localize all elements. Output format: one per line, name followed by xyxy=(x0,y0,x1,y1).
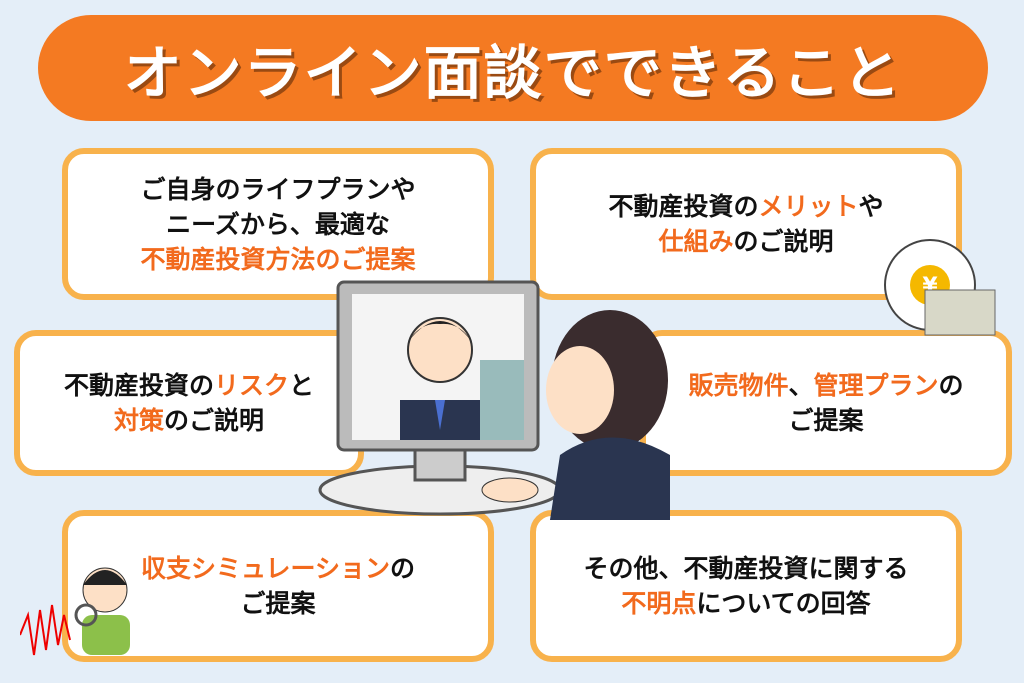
card-text-line: ご提案 xyxy=(788,403,863,438)
highlight-text: 不動産投資方法のご提案 xyxy=(140,244,416,274)
body-text: のご説明 xyxy=(164,406,265,435)
body-text: と xyxy=(289,371,315,400)
card-text-line: 不動産投資のリスクと xyxy=(64,368,314,403)
title-banner: オンライン面談でできること xyxy=(38,15,988,121)
feature-card-life-plan: ご自身のライフプランやニーズから、最適な不動産投資方法のご提案 xyxy=(62,148,494,300)
body-text: ニーズから、最適な xyxy=(166,209,390,239)
highlight-text: 販売物件 xyxy=(688,371,789,400)
body-text: や xyxy=(858,192,884,221)
highlight-text: リスク xyxy=(213,371,289,400)
body-text: 不動産投資の xyxy=(63,371,214,400)
online-meeting-illustration xyxy=(318,280,670,520)
woman-icon xyxy=(481,310,670,520)
body-text: 、 xyxy=(788,371,814,400)
money-bag-icon: ¥ xyxy=(884,239,996,336)
body-text: ご提案 xyxy=(240,589,316,618)
highlight-text: 仕組み xyxy=(658,227,734,256)
highlight-text: 対策 xyxy=(113,406,164,435)
highlight-text: 不明点 xyxy=(621,589,697,618)
card-text-line: ご自身のライフプランや xyxy=(140,172,415,207)
body-text: 不動産投資の xyxy=(608,192,759,221)
card-text-line: ご提案 xyxy=(240,586,315,621)
feature-card-simulation: 収支シミュレーションのご提案 xyxy=(62,510,494,662)
body-text: についての回答 xyxy=(696,589,871,618)
highlight-text: 収支シミュレーション xyxy=(140,554,390,583)
card-text-line: 収支シミュレーションの xyxy=(141,551,415,586)
body-text: のご説明 xyxy=(733,227,834,256)
card-text-line: 仕組みのご説明 xyxy=(658,224,833,259)
body-text: の xyxy=(390,554,416,583)
highlight-text: メリット xyxy=(758,192,859,221)
thinking-man-icon xyxy=(20,567,130,656)
body-text: その他、不動産投資に関する xyxy=(583,554,909,583)
man-on-screen-icon xyxy=(400,317,480,440)
body-text: ご提案 xyxy=(788,406,864,435)
card-text-line: ニーズから、最適な xyxy=(166,207,390,242)
card-text-line: 不明点についての回答 xyxy=(621,586,870,621)
card-text-line: その他、不動産投資に関する xyxy=(583,551,908,586)
card-text-line: 不動産投資方法のご提案 xyxy=(140,242,415,277)
body-text: ご自身のライフプランや xyxy=(140,174,416,204)
card-text-line: 不動産投資のメリットや xyxy=(608,189,883,224)
card-text-line: 販売物件、管理プランの xyxy=(688,368,963,403)
body-text: の xyxy=(938,371,964,400)
page-title: オンライン面談でできること xyxy=(123,39,903,107)
feature-card-merits: 不動産投資のメリットや仕組みのご説明 xyxy=(530,148,962,300)
highlight-text: 管理プラン xyxy=(813,371,939,400)
feature-card-questions: その他、不動産投資に関する不明点についての回答 xyxy=(530,510,962,662)
card-text-line: 対策のご説明 xyxy=(114,403,264,438)
feature-card-properties: 販売物件、管理プランのご提案 xyxy=(640,330,1012,476)
